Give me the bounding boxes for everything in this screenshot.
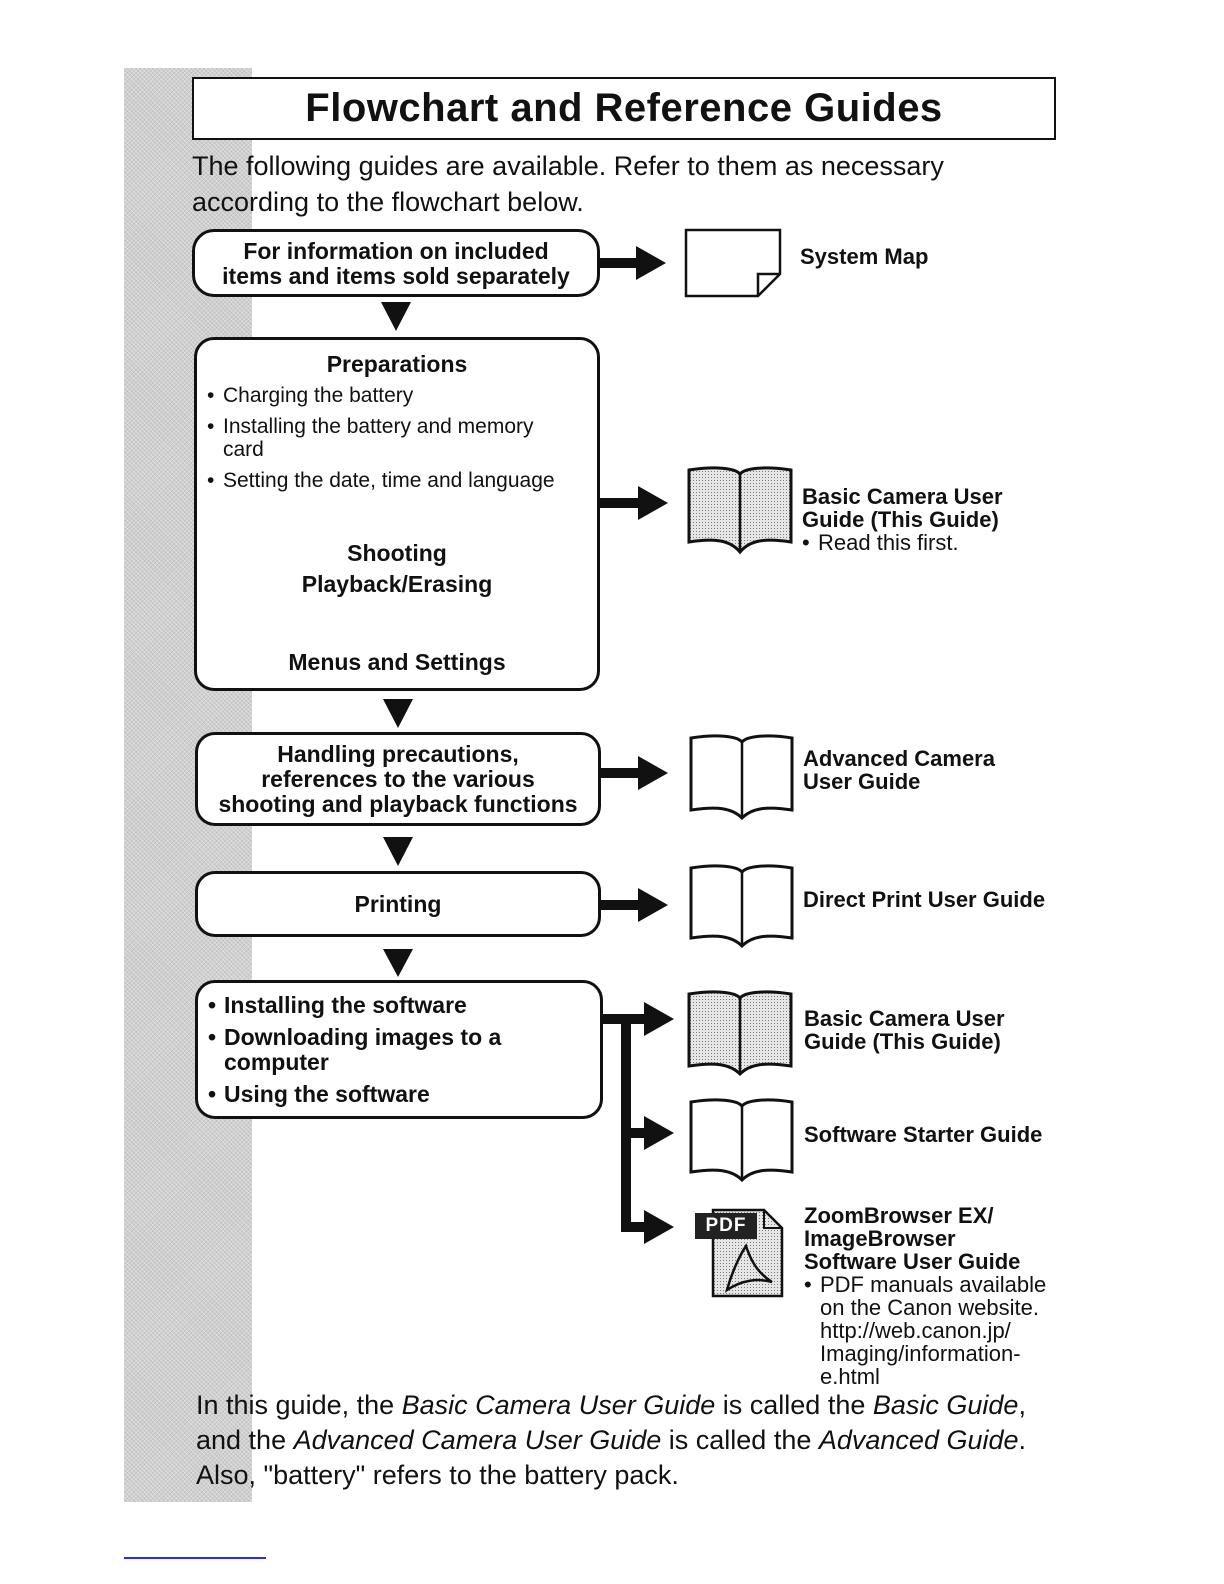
down-arrow-icon: [383, 837, 413, 866]
list-item: Setting the date, time and language: [205, 469, 595, 492]
text-run: and the: [196, 1425, 294, 1455]
guide-basic-1: Basic Camera User Guide (This Guide) • R…: [802, 485, 1003, 554]
guide-name-line: ImageBrowser: [804, 1226, 956, 1251]
book-shaded-icon: [687, 466, 793, 555]
shooting-label: Shooting: [347, 540, 447, 566]
text-run: is called the: [715, 1390, 873, 1420]
flow-box-included-items: For information on included items and it…: [192, 229, 600, 297]
guide-system-map: System Map: [800, 244, 929, 269]
down-arrow-icon: [383, 949, 413, 977]
guide-name-line: Basic Camera User: [804, 1006, 1005, 1031]
document-icon: [684, 228, 782, 298]
handling-line-1: Handling precautions,: [277, 741, 519, 767]
text-run-italic: Advanced Camera User Guide: [293, 1425, 662, 1455]
bullet-icon: •: [804, 1272, 812, 1297]
closing-line-3: Also, "battery" refers to the battery pa…: [196, 1460, 679, 1490]
guide-name-line: User Guide: [803, 769, 921, 794]
playback-label: Playback/Erasing: [301, 571, 493, 597]
text-run: ,: [1018, 1390, 1026, 1420]
book-icon: [689, 734, 794, 821]
intro-line-2: according to the flowchart below.: [192, 187, 584, 217]
text-run: is called the: [661, 1425, 819, 1455]
intro-line-1: The following guides are available. Refe…: [192, 151, 944, 181]
guide-name-line: Guide (This Guide): [802, 507, 999, 532]
guide-name-line: Software User Guide: [804, 1249, 1021, 1274]
text-run: .: [1018, 1425, 1027, 1455]
down-arrow-icon: [381, 302, 411, 331]
handling-line-2: references to the various: [261, 766, 535, 792]
guide-name-line: Advanced Camera: [803, 746, 995, 771]
flow-box-preparations: Preparations Charging the battery Instal…: [194, 337, 600, 691]
bullet-icon: •: [802, 530, 810, 555]
note-line: PDF manuals available: [820, 1272, 1047, 1297]
guide-note: • PDF manuals available on the Canon web…: [804, 1273, 1046, 1388]
closing-line-2: and the Advanced Camera User Guide is ca…: [196, 1423, 1026, 1458]
closing-line-1: In this guide, the Basic Camera User Gui…: [196, 1388, 1026, 1423]
pdf-label: PDF: [705, 1215, 747, 1236]
guide-advanced: Advanced Camera User Guide: [803, 747, 995, 793]
branch-connector: [601, 1002, 674, 1244]
flow-box-printing: Printing: [195, 871, 601, 937]
menus-label: Menus and Settings: [288, 649, 506, 675]
text-run-italic: Basic Camera User Guide: [401, 1390, 716, 1420]
included-line-1: For information on included: [243, 238, 549, 264]
note-line: on the Canon website.: [820, 1295, 1039, 1320]
book-shaded-icon: [687, 990, 793, 1077]
down-arrow-icon: [383, 699, 413, 728]
included-line-2: items and items sold separately: [222, 263, 570, 289]
guide-name-line: ZoomBrowser EX/: [804, 1203, 994, 1228]
list-item: Installing the battery and memory card: [205, 415, 595, 461]
title-frame: [192, 77, 1056, 140]
guide-direct-print: Direct Print User Guide: [803, 887, 1046, 912]
list-item: Downloading images to a computer: [206, 1025, 586, 1075]
text-run-italic: Basic Guide: [872, 1390, 1019, 1420]
handling-line-3: shooting and playback functions: [218, 791, 578, 817]
book-icon: [689, 1098, 794, 1183]
pdf-icon: [695, 1208, 784, 1298]
right-arrow-icon: [601, 756, 668, 790]
note-url-line: http://web.canon.jp/: [820, 1318, 1011, 1343]
book-icon: [689, 864, 794, 949]
flow-box-handling: Handling precautions, references to the …: [195, 732, 601, 826]
list-item: Using the software: [206, 1082, 586, 1108]
text-run: In this guide, the: [196, 1390, 402, 1420]
preparations-heading: Preparations: [326, 351, 468, 377]
note-url-line: Imaging/information-: [820, 1341, 1021, 1366]
guide-software-starter: Software Starter Guide: [804, 1122, 1043, 1147]
guide-name-line: Basic Camera User: [802, 484, 1003, 509]
preparations-list: Charging the battery Installing the batt…: [205, 384, 595, 492]
note-url-line: e.html: [820, 1364, 880, 1389]
guide-note-text: Read this first.: [818, 530, 959, 555]
right-arrow-icon: [600, 486, 668, 520]
guide-name-line: Guide (This Guide): [804, 1029, 1001, 1054]
list-item: Charging the battery: [205, 384, 595, 407]
footer-rule: [124, 1557, 266, 1559]
page-title: Flowchart and Reference Guides: [305, 86, 943, 130]
guide-note: • Read this first.: [802, 531, 1003, 554]
flow-box-software: Installing the software Downloading imag…: [195, 980, 603, 1119]
software-list: Installing the software Downloading imag…: [206, 993, 586, 1108]
printing-label: Printing: [354, 891, 442, 917]
guide-basic-2: Basic Camera User Guide (This Guide): [804, 1007, 1005, 1053]
right-arrow-icon: [600, 246, 666, 280]
text-run-italic: Advanced Guide: [818, 1425, 1019, 1455]
guide-zoombrowser: ZoomBrowser EX/ ImageBrowser Software Us…: [804, 1204, 1046, 1388]
list-item: Installing the software: [206, 993, 586, 1019]
right-arrow-icon: [601, 888, 668, 922]
